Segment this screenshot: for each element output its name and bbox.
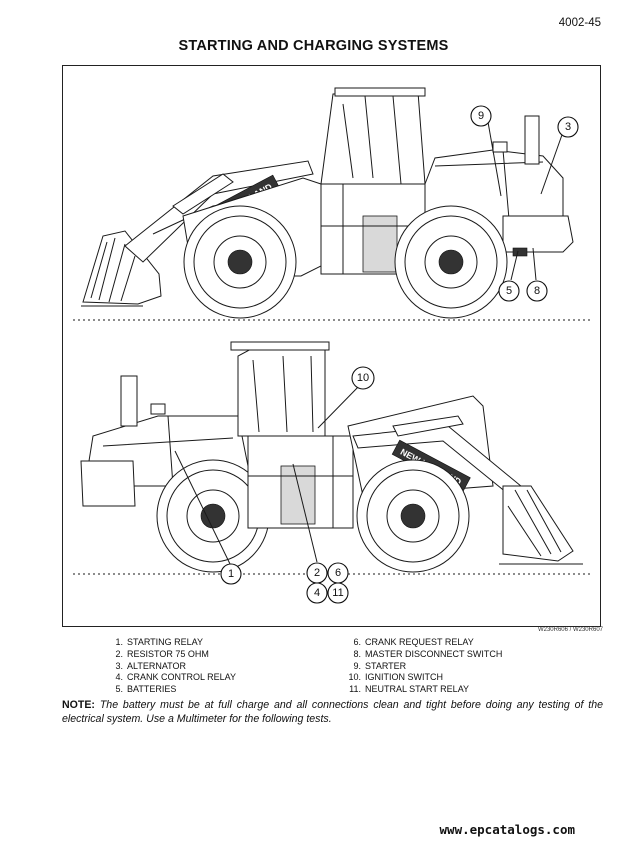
legend-item: 3.ALTERNATOR	[115, 660, 187, 671]
legend-item: 4.CRANK CONTROL RELAY	[115, 672, 237, 683]
callout-6: 6	[327, 562, 349, 584]
note-paragraph: NOTE: The battery must be at full charge…	[62, 699, 603, 726]
svg-text:6: 6	[335, 567, 341, 579]
legend-item: 5.BATTERIES	[115, 684, 177, 695]
svg-text:9: 9	[478, 110, 484, 122]
figure-reference: W230R606 / W230R607	[537, 627, 603, 633]
svg-text:2: 2	[314, 567, 320, 579]
legend-column-left: 1.STARTING RELAY 2.RESISTOR 75 OHM 3.ALT…	[108, 637, 236, 696]
legend-item: 1.STARTING RELAY	[115, 637, 204, 647]
legend-item: 8.MASTER DISCONNECT SWITCH	[353, 648, 503, 659]
callout-leaders	[174, 121, 564, 567]
legend-item: 10.IGNITION SWITCH	[348, 672, 443, 683]
svg-text:4: 4	[314, 587, 320, 599]
callout-4: 4	[306, 582, 328, 604]
loader-illustration: NEW HOLLAND	[73, 87, 593, 604]
footer-url: www.epcatalogs.com	[439, 822, 575, 837]
legend-item: 6.CRANK REQUEST RELAY	[353, 637, 474, 647]
legend-item: 2.RESISTOR 75 OHM	[115, 648, 209, 659]
page-title: STARTING AND CHARGING SYSTEMS	[178, 38, 449, 54]
svg-text:8: 8	[534, 285, 540, 297]
svg-text:1: 1	[228, 568, 234, 580]
callout-8: 8	[526, 280, 548, 302]
callout-10: 10	[351, 366, 375, 390]
figure-frame: NEW HOLLAND	[62, 65, 601, 627]
callout-1: 1	[220, 563, 242, 585]
svg-text:11: 11	[332, 587, 343, 599]
callout-2: 2	[306, 562, 328, 584]
note-label: NOTE:	[62, 699, 95, 711]
svg-text:10: 10	[357, 372, 369, 384]
callout-5: 5	[498, 280, 520, 302]
page-number: 4002-45	[558, 17, 601, 29]
legend-column-right: 6.CRANK REQUEST RELAY 8.MASTER DISCONNEC…	[346, 637, 502, 696]
svg-text:3: 3	[565, 121, 571, 133]
note-text: The battery must be at full charge and a…	[62, 699, 603, 725]
callout-11: 11	[327, 582, 349, 604]
loader-bottom-view: NEW HOLLAND	[73, 341, 593, 575]
legend-item: 11.NEUTRAL START RELAY	[349, 684, 470, 695]
callout-3: 3	[557, 116, 579, 138]
legend-item: 9.STARTER	[353, 660, 407, 671]
svg-text:5: 5	[506, 285, 512, 297]
callout-9: 9	[470, 105, 492, 127]
